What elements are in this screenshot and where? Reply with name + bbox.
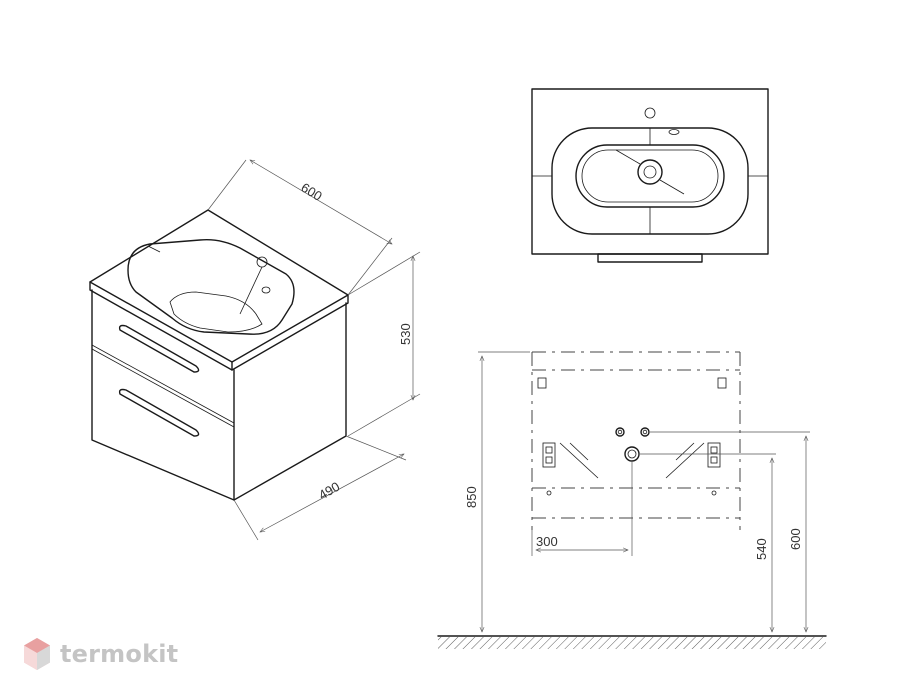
brand-name: termokit xyxy=(60,640,179,668)
width-dimension-label: 600 xyxy=(298,180,324,204)
front-view xyxy=(531,351,741,530)
isometric-view xyxy=(89,209,349,501)
left-wall-bracket xyxy=(542,442,599,479)
isometric-dimensions: 600 530 490 xyxy=(207,160,421,541)
drain-offset-label: 300 xyxy=(536,534,558,549)
mount-height-label: 850 xyxy=(464,486,479,508)
height-dimension-label: 530 xyxy=(398,323,413,345)
supply-height-label: 600 xyxy=(788,528,803,550)
hexagon-cube-icon xyxy=(24,638,50,670)
top-view xyxy=(531,88,769,263)
watermark-logo: termokit xyxy=(22,634,178,674)
drain-height-label: 540 xyxy=(754,538,769,560)
depth-dimension-label: 490 xyxy=(316,479,342,503)
installation-dimensions: 850 300 540 600 xyxy=(437,351,827,649)
right-wall-bracket xyxy=(665,442,721,479)
